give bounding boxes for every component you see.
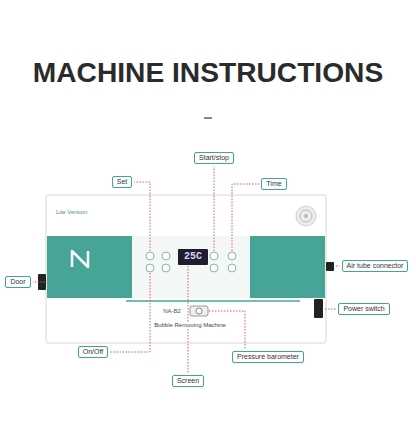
air-tube-knob bbox=[326, 262, 334, 271]
button bbox=[146, 264, 154, 272]
callout-text: Door bbox=[10, 278, 25, 287]
leader-line bbox=[325, 309, 336, 310]
fan-hub bbox=[304, 214, 308, 218]
callout-box: Set bbox=[112, 176, 133, 189]
power-switch bbox=[314, 299, 323, 318]
leader-line bbox=[134, 182, 150, 251]
leader-line bbox=[214, 166, 215, 251]
leader-line bbox=[188, 266, 189, 373]
version-label: Lite Version bbox=[56, 209, 87, 216]
callout-text: Air tube connector bbox=[347, 262, 404, 271]
callout-box: Start/stop bbox=[194, 152, 234, 165]
callout-box: Air tube connector bbox=[342, 260, 409, 273]
leader-line bbox=[209, 311, 245, 349]
page-title: MACHINE INSTRUCTIONS bbox=[0, 58, 416, 89]
callout-text: Start/stop bbox=[199, 154, 229, 163]
pressure-gauge bbox=[190, 306, 208, 316]
leader-line bbox=[33, 282, 48, 283]
button bbox=[210, 252, 218, 260]
leader-line bbox=[232, 184, 259, 251]
button bbox=[162, 264, 170, 272]
button bbox=[210, 264, 218, 272]
button bbox=[162, 252, 170, 260]
display-screen bbox=[178, 249, 208, 265]
product-name: Bubble Removing Machine bbox=[152, 322, 228, 329]
model-label: NA-B2 bbox=[163, 308, 181, 315]
machine-body bbox=[46, 195, 326, 343]
panel-line bbox=[126, 300, 300, 302]
button bbox=[228, 264, 236, 272]
title-dash bbox=[204, 117, 212, 118]
callout-box: Time bbox=[261, 178, 286, 191]
callout-text: Pressure barometer bbox=[237, 353, 299, 362]
gauge-dial bbox=[196, 308, 202, 314]
callout-box: On/Off bbox=[78, 346, 109, 359]
fan-vent bbox=[296, 206, 316, 226]
callout-text: Power switch bbox=[343, 305, 384, 314]
callout-box: Pressure barometer bbox=[232, 351, 304, 364]
callout-box: Screen bbox=[172, 375, 204, 388]
display-reading: 25C bbox=[184, 251, 202, 263]
button bbox=[228, 252, 236, 260]
callout-text: On/Off bbox=[83, 348, 104, 357]
brand-logo bbox=[72, 251, 88, 267]
callout-text: Time bbox=[266, 180, 281, 189]
leader-line bbox=[336, 266, 340, 267]
callout-box: Power switch bbox=[338, 303, 389, 316]
leader-line bbox=[110, 273, 150, 352]
button bbox=[146, 252, 154, 260]
teal-band bbox=[47, 236, 325, 298]
callout-box: Door bbox=[5, 276, 30, 289]
fan-ring bbox=[300, 210, 312, 222]
callout-text: Screen bbox=[177, 377, 199, 386]
callout-text: Set bbox=[117, 178, 128, 187]
